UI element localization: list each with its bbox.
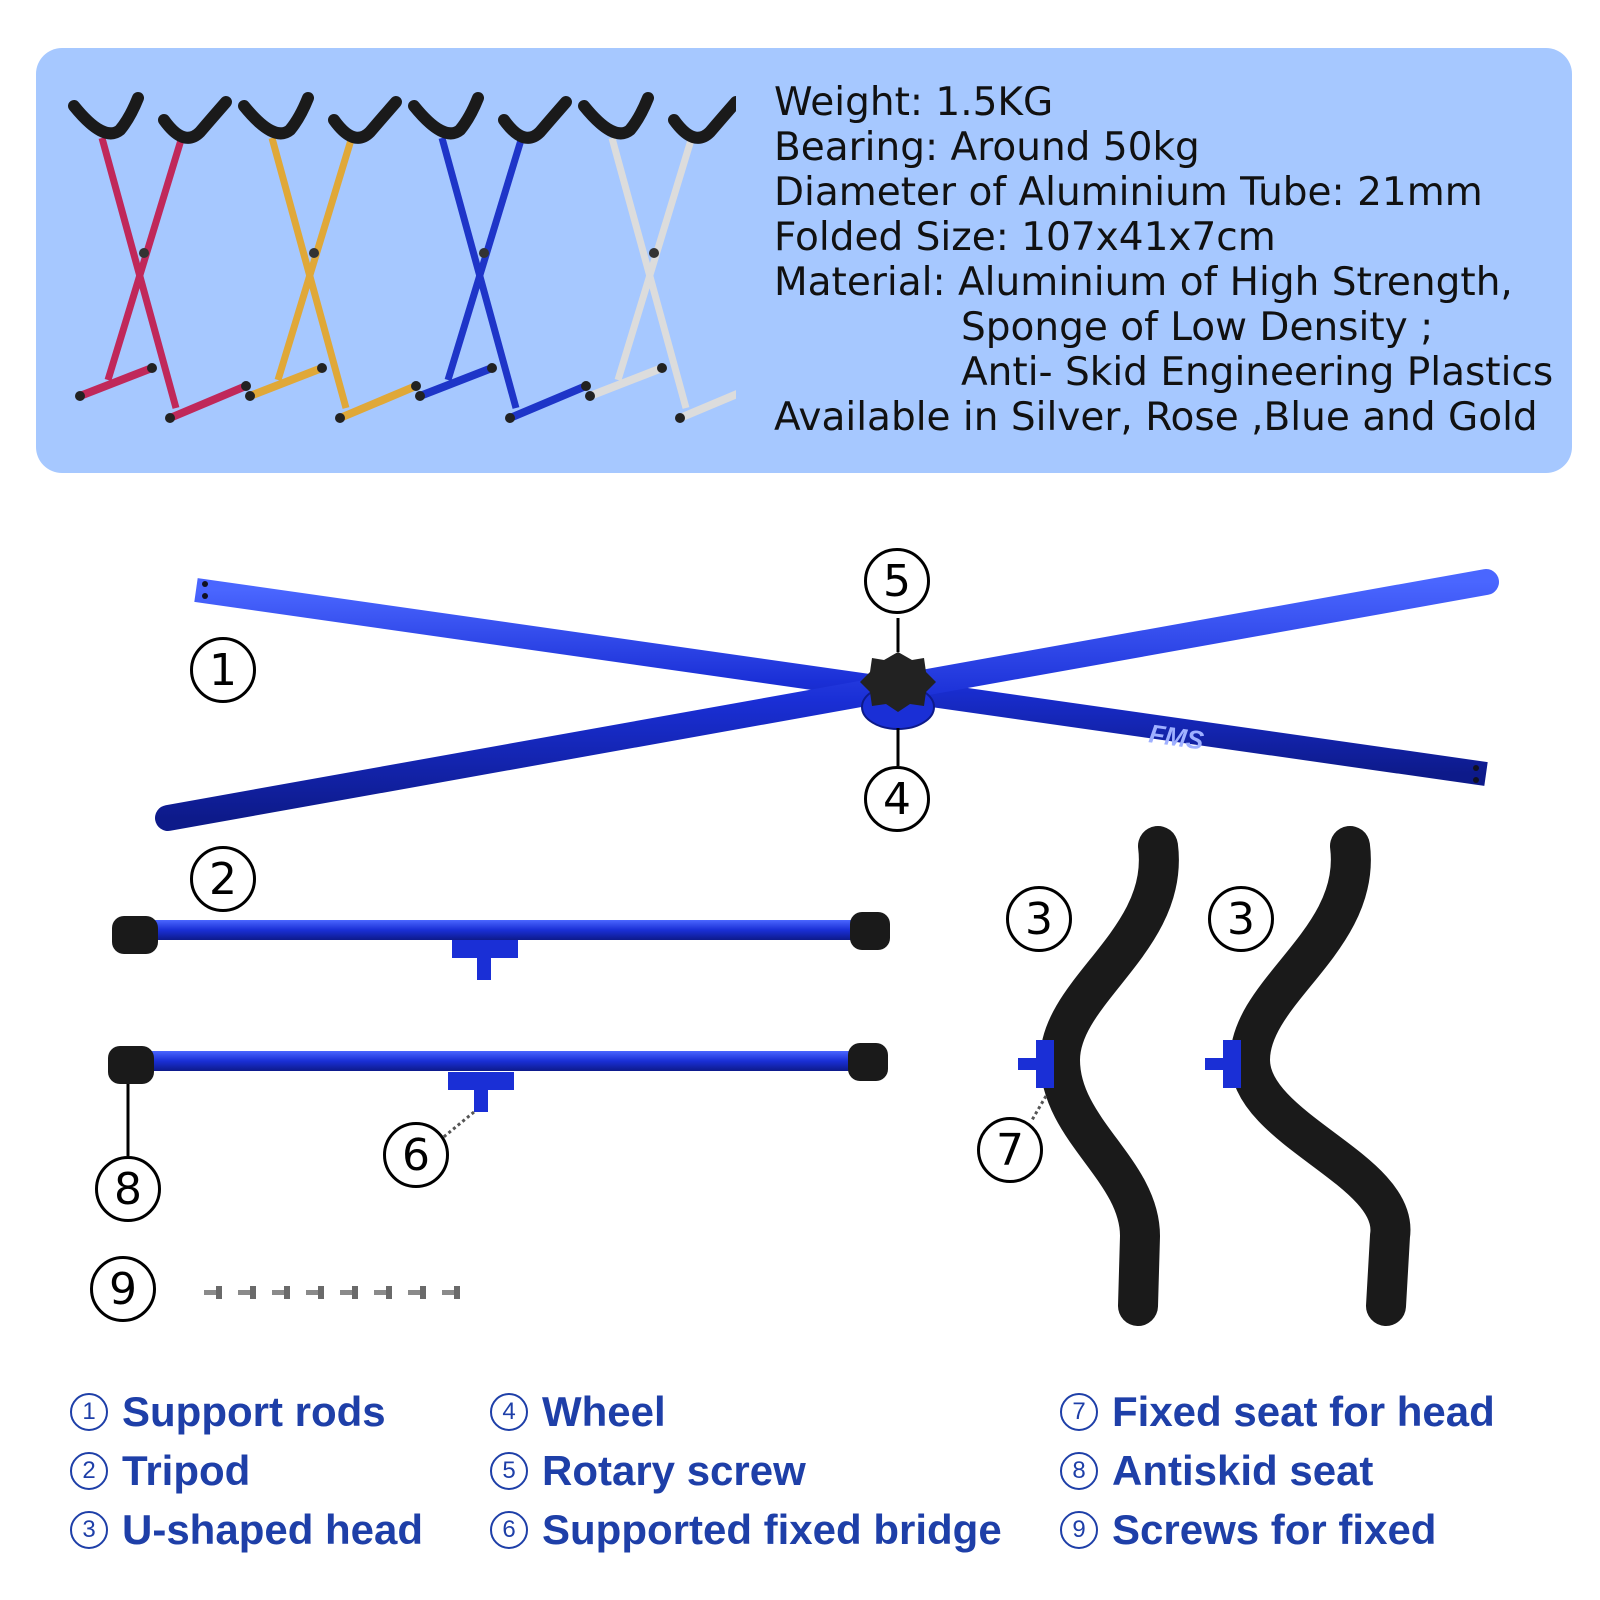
legend-item-fixed-seat: 7 Fixed seat for head xyxy=(1060,1388,1495,1436)
legend-label-tripod: Tripod xyxy=(122,1447,251,1494)
spec-weight: Weight: 1.5KG xyxy=(774,80,1054,125)
stand-rose xyxy=(68,92,251,423)
tripod-bottom xyxy=(108,1043,888,1112)
legend-label-fixed-seat: Fixed seat for head xyxy=(1112,1388,1495,1435)
callout-support-rods: 1 xyxy=(190,637,256,703)
stand-silver xyxy=(578,92,736,423)
stand-gold xyxy=(238,92,421,423)
legend-label-screws: Screws for fixed xyxy=(1112,1506,1437,1553)
legend-label-rotary-screw: Rotary screw xyxy=(542,1447,806,1494)
support-rod-2 xyxy=(155,569,1499,831)
u-shaped-head-left xyxy=(1039,826,1179,1326)
spec-folded-size: Folded Size: 107x41x7cm xyxy=(774,215,1276,260)
legend-num-6: 6 xyxy=(490,1511,528,1549)
screw xyxy=(204,1286,222,1299)
legend-item-antiskid-seat: 8 Antiskid seat xyxy=(1060,1447,1373,1495)
spec-material-sponge: Sponge of Low Density ; xyxy=(961,305,1434,350)
legend-item-screws: 9 Screws for fixed xyxy=(1060,1506,1436,1554)
callout-wheel: 4 xyxy=(864,766,930,832)
screw xyxy=(374,1286,392,1299)
legend-num-3: 3 xyxy=(70,1511,108,1549)
screw xyxy=(238,1286,256,1299)
rotary-screw xyxy=(860,652,936,712)
screw xyxy=(272,1286,290,1299)
legend-num-5: 5 xyxy=(490,1452,528,1490)
spec-list: Weight: 1.5KG Bearing: Around 50kg Diame… xyxy=(774,80,1553,440)
callout-screws: 9 xyxy=(90,1256,156,1322)
legend-item-u-shaped-head: 3 U-shaped head xyxy=(70,1506,423,1554)
support-rod-1 xyxy=(194,578,1488,786)
screw xyxy=(340,1286,358,1299)
legend-item-rotary-screw: 5 Rotary screw xyxy=(490,1447,806,1495)
stand-blue xyxy=(408,92,591,423)
spec-material-plastics: Anti- Skid Engineering Plastics xyxy=(961,350,1554,395)
screw xyxy=(408,1286,426,1299)
legend-label-wheel: Wheel xyxy=(542,1388,666,1435)
callout-rotary-screw: 5 xyxy=(864,548,930,614)
callout-fixed-seat: 7 xyxy=(977,1117,1043,1183)
screw xyxy=(306,1286,324,1299)
legend-num-7: 7 xyxy=(1060,1393,1098,1431)
u-shaped-head-right xyxy=(1229,826,1411,1326)
legend-num-8: 8 xyxy=(1060,1452,1098,1490)
fms-brand-mark: FMS xyxy=(1147,718,1206,755)
spec-material: Material: Aluminium of High Strength, xyxy=(774,260,1513,305)
legend-label-fixed-bridge: Supported fixed bridge xyxy=(542,1506,1002,1553)
spec-availability: Available in Silver, Rose ,Blue and Gold xyxy=(774,395,1538,440)
callout-tripod: 2 xyxy=(190,846,256,912)
legend-label-support-rods: Support rods xyxy=(122,1388,386,1435)
screw xyxy=(442,1286,460,1299)
legend-num-1: 1 xyxy=(70,1393,108,1431)
legend-label-antiskid-seat: Antiskid seat xyxy=(1112,1447,1374,1494)
callout-antiskid-seat: 8 xyxy=(95,1156,161,1222)
callout-u-head-left: 3 xyxy=(1006,886,1072,952)
legend-item-support-rods: 1 Support rods xyxy=(70,1388,386,1436)
legend-num-9: 9 xyxy=(1060,1511,1098,1549)
legend-item-tripod: 2 Tripod xyxy=(70,1447,250,1495)
legend-item-fixed-bridge: 6 Supported fixed bridge xyxy=(490,1506,1002,1554)
legend-num-2: 2 xyxy=(70,1452,108,1490)
spec-diameter: Diameter of Aluminium Tube: 21mm xyxy=(774,170,1483,215)
fixing-screws xyxy=(204,1286,460,1299)
legend-num-4: 4 xyxy=(490,1393,528,1431)
stand-color-variants xyxy=(68,92,736,423)
tripod-top xyxy=(112,912,890,980)
callout-fixed-bridge: 6 xyxy=(383,1122,449,1188)
legend-label-u-shaped-head: U-shaped head xyxy=(122,1506,424,1553)
spec-bearing: Bearing: Around 50kg xyxy=(774,125,1200,170)
parts-diagram: FMS xyxy=(108,569,1499,1326)
legend-item-wheel: 4 Wheel xyxy=(490,1388,666,1436)
callout-u-head-right: 3 xyxy=(1208,886,1274,952)
